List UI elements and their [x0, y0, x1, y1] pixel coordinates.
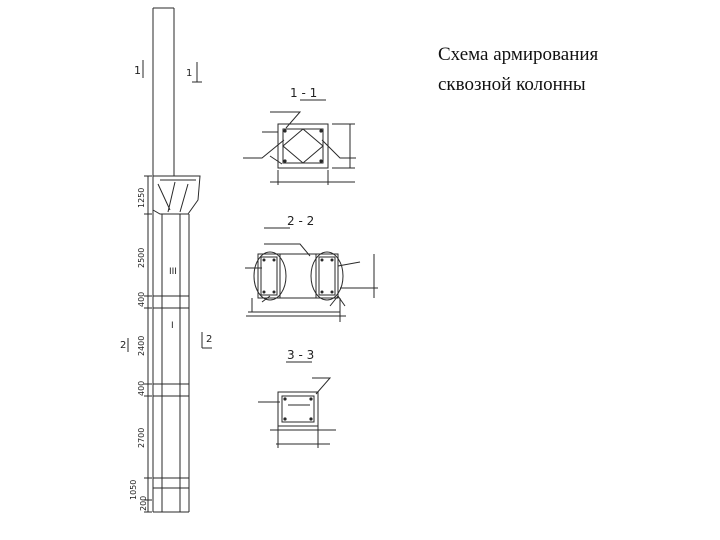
section-mark-2-left: 2 — [120, 340, 126, 351]
spacer-middle — [152, 383, 190, 397]
section-mark-1-left: 1 — [134, 64, 141, 77]
slide-title: Схема армирования сквозной колонны — [438, 40, 598, 100]
section-3-3-drawing — [258, 361, 336, 448]
slide-title-line-2: сквозной колонны — [438, 74, 586, 95]
slide-title-line-1: Схема армирования — [438, 44, 599, 65]
spacer-upper — [152, 295, 190, 309]
dimension-label: 200 — [139, 496, 148, 511]
section-label-2-2: 2 - 2 — [287, 214, 314, 228]
dimension-label: 1250 — [137, 188, 146, 208]
section-2-2-drawing — [245, 227, 378, 322]
dimension-label: 2500 — [137, 248, 146, 268]
spacer-bottom — [152, 477, 190, 489]
dimension-label: 1050 — [129, 480, 138, 500]
dimension-label: 2400 — [137, 336, 146, 356]
column-elevation — [127, 7, 212, 513]
dimension-label: 400 — [137, 381, 146, 396]
dimension-label: 2700 — [137, 428, 146, 448]
section-label-3-3: 3 - 3 — [287, 348, 314, 362]
section-mark-2-right: 2 — [206, 334, 212, 345]
part-label-lower: I — [171, 321, 174, 331]
rebar-dots — [262, 129, 334, 421]
section-1-1-drawing — [243, 99, 356, 185]
crane-console — [152, 175, 201, 215]
part-label-upper: III — [169, 267, 177, 277]
dimension-label: 400 — [137, 292, 146, 307]
section-mark-1-right: 1 — [186, 68, 192, 79]
section-label-1-1: 1 - 1 — [290, 86, 317, 100]
